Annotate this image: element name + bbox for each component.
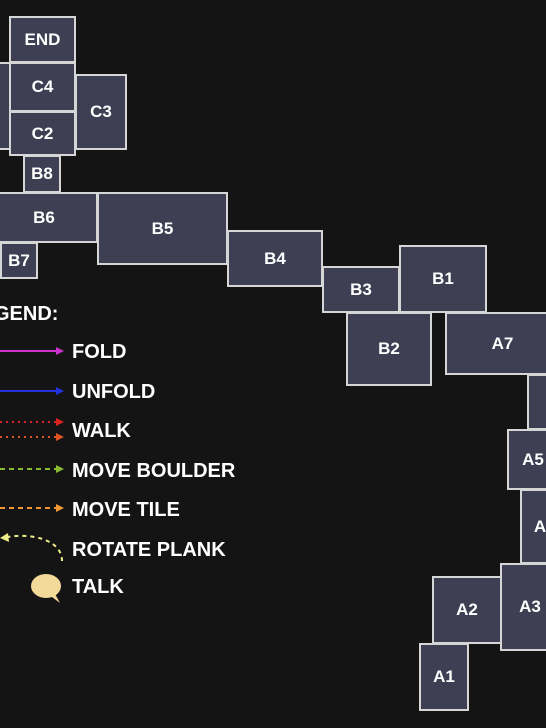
room-c-left-edge <box>0 62 11 150</box>
legend-title: GEND: <box>0 303 59 325</box>
room-a7: A7 <box>445 312 546 375</box>
fold-arrow-icon <box>0 347 64 355</box>
room-b2: B2 <box>346 312 432 386</box>
legend-label-walk: WALK <box>72 420 131 442</box>
room-b7: B7 <box>0 242 38 279</box>
room-a6 <box>527 374 546 430</box>
legend-label-move-boulder: MOVE BOULDER <box>72 460 236 482</box>
room-a1: A1 <box>419 643 469 711</box>
legend-label-unfold: UNFOLD <box>72 381 156 403</box>
room-a3: A3 <box>500 563 546 651</box>
legend-item-unfold: UNFOLD <box>0 377 300 407</box>
legend-item-walk: WALK <box>0 416 300 446</box>
room-c3: C3 <box>75 74 127 150</box>
unfold-arrow-icon <box>0 387 64 395</box>
room-b5: B5 <box>97 192 228 265</box>
room-b1: B1 <box>399 245 487 313</box>
speech-bubble-icon <box>31 574 61 603</box>
room-a2: A2 <box>432 576 502 644</box>
legend-label-rotate-plank: ROTATE PLANK <box>72 539 226 561</box>
room-a5: A5 <box>507 429 546 490</box>
walk-arrow-icon <box>0 418 64 441</box>
move-boulder-arrow-icon <box>0 465 64 473</box>
room-end: END <box>9 16 76 63</box>
room-b8: B8 <box>23 155 61 193</box>
room-b4: B4 <box>227 230 323 287</box>
rotate-plank-arrow-icon <box>0 533 63 562</box>
legend-label-talk: TALK <box>72 576 124 598</box>
legend-item-talk: TALK <box>0 572 300 606</box>
legend-item-move-boulder: MOVE BOULDER <box>0 456 300 486</box>
room-c4: C4 <box>9 62 76 112</box>
room-b6: B6 <box>0 192 98 243</box>
room-a4: A <box>520 489 546 564</box>
legend-item-move-tile: MOVE TILE <box>0 495 300 525</box>
room-b3: B3 <box>322 266 400 313</box>
legend-label-fold: FOLD <box>72 341 127 363</box>
legend-item-rotate-plank: ROTATE PLANK <box>0 531 300 567</box>
legend-label-move-tile: MOVE TILE <box>72 499 180 521</box>
legend-item-fold: FOLD <box>0 337 300 367</box>
move-tile-arrow-icon <box>0 504 64 512</box>
room-c2: C2 <box>9 111 76 156</box>
